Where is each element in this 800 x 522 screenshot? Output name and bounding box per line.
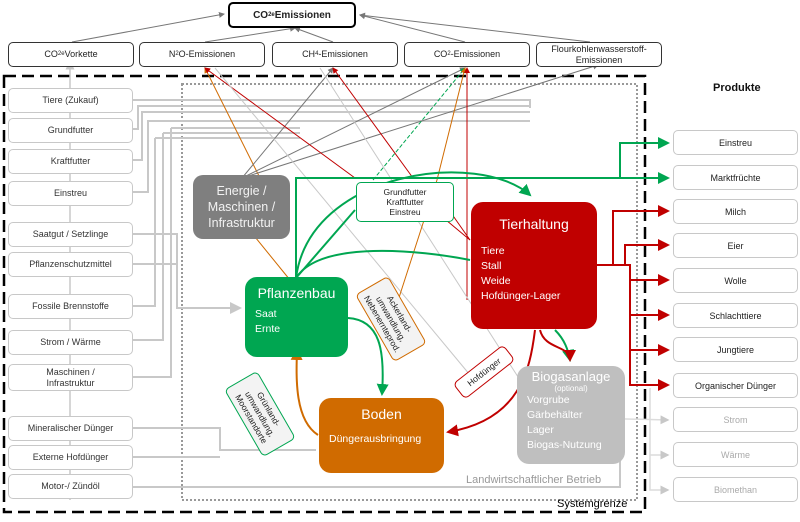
input-grundfutter: Grundfutter [8, 118, 133, 143]
tag-futter: Grundfutter Kraftfutter Einstreu [356, 182, 454, 222]
input-motor-zuendoel: Motor-/ Zündöl [8, 474, 133, 499]
input-externe-hofduenger: Externe Hofdünger [8, 445, 133, 470]
system-boundary [2, 74, 647, 514]
product-eier: Eier [673, 233, 798, 258]
product-organischer-duenger: Organischer Dünger [673, 373, 798, 398]
node-biogasanlage: Biogasanlage (optional) Vorgrube Gärbehä… [517, 366, 625, 464]
system-boundary-label: Systemgrenze [557, 498, 628, 510]
input-tiere-zukauf: Tiere (Zukauf) [8, 88, 133, 113]
input-mineralischer-duenger: Mineralischer Dünger [8, 416, 133, 441]
product-strom: Strom [673, 407, 798, 432]
products-title: Produkte [713, 82, 761, 94]
product-waerme: Wärme [673, 442, 798, 467]
node-boden: Boden Düngerausbringung [319, 398, 444, 473]
farm-boundary [181, 83, 638, 501]
input-kraftfutter: Kraftfutter [8, 149, 133, 174]
node-pflanzenbau: Pflanzenbau Saat Ernte [245, 277, 348, 357]
input-pflanzenschutzmittel: Pflanzenschutzmittel [8, 252, 133, 277]
input-einstreu: Einstreu [8, 181, 133, 206]
product-biomethan: Biomethan [673, 477, 798, 502]
node-tierhaltung: Tierhaltung Tiere Stall Weide Hofdünger-… [471, 202, 597, 329]
product-jungtiere: Jungtiere [673, 337, 798, 362]
product-milch: Milch [673, 199, 798, 224]
input-saatgut: Saatgut / Setzlinge [8, 222, 133, 247]
farm-boundary-label: Landwirtschaftlicher Betrieb [466, 474, 602, 486]
input-strom-waerme: Strom / Wärme [8, 330, 133, 355]
emission-fkw: Flourkohlenwasserstoff-Emissionen [536, 42, 662, 67]
input-maschinen: Maschinen / Infrastruktur [8, 364, 133, 391]
emission-links [71, 11, 591, 43]
product-wolle: Wolle [673, 268, 798, 293]
product-marktfruechte: Marktfrüchte [673, 165, 798, 190]
node-energie: Energie / Maschinen / Infrastruktur [193, 175, 290, 239]
product-schlachttiere: Schlachttiere [673, 303, 798, 328]
product-einstreu: Einstreu [673, 130, 798, 155]
input-fossile-brennstoffe: Fossile Brennstoffe [8, 294, 133, 319]
